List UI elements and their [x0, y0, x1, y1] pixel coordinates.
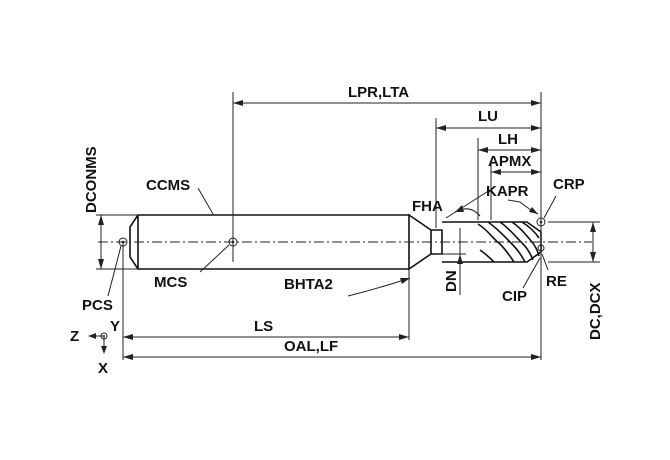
- label-lpr-lta: LPR,LTA: [348, 84, 409, 101]
- label-axis-z: Z: [70, 328, 79, 345]
- label-axis-y: Y: [110, 318, 120, 335]
- leader-lines: [107, 187, 557, 297]
- dim-bhta2: [347, 277, 411, 297]
- label-axis-x: X: [98, 360, 108, 377]
- label-pcs: PCS: [82, 297, 113, 314]
- leader-cip: [522, 257, 541, 289]
- leader-re: [541, 253, 549, 271]
- label-mcs: MCS: [154, 274, 187, 291]
- crp-point: [536, 217, 546, 227]
- leader-crp: [543, 195, 557, 219]
- leader-kapr: [507, 199, 521, 203]
- dim-lpr-lta: [233, 100, 541, 106]
- dim-oal-lf: [123, 354, 541, 360]
- label-fha: FHA: [412, 198, 443, 215]
- leader-mcs: [199, 244, 230, 273]
- dim-fha: [445, 189, 491, 219]
- axis-origin: [100, 332, 108, 340]
- label-re: RE: [546, 273, 567, 290]
- dim-dc-dcx: [590, 222, 596, 262]
- reference-points: [118, 217, 546, 252]
- label-dn: DN: [443, 270, 460, 292]
- label-bhta2: BHTA2: [284, 276, 333, 293]
- label-dconms: DCONMS: [83, 146, 100, 213]
- label-lu: LU: [478, 108, 498, 125]
- mcs-point: [228, 237, 238, 247]
- label-cip: CIP: [502, 288, 527, 305]
- dim-apmx: [491, 169, 541, 175]
- dim-kapr: [519, 201, 539, 215]
- coordinate-axes: [88, 332, 108, 354]
- label-apmx: APMX: [488, 153, 531, 170]
- label-ccms: CCMS: [146, 177, 190, 194]
- label-crp: CRP: [553, 176, 585, 193]
- cip-point: [537, 244, 545, 252]
- pcs-point: [118, 237, 128, 247]
- dim-lu: [436, 125, 541, 131]
- dim-dconms: [98, 215, 104, 269]
- label-lh: LH: [498, 131, 518, 148]
- dim-ls: [123, 334, 409, 340]
- label-dc-dcx: DC,DCX: [587, 282, 604, 340]
- leader-pcs: [107, 245, 122, 297]
- shank-outline: [129, 214, 409, 270]
- label-ls: LS: [254, 318, 273, 335]
- label-kapr: KAPR: [486, 183, 529, 200]
- flute-lines: [477, 221, 540, 263]
- dim-lh: [478, 147, 541, 153]
- extension-lines: [96, 92, 600, 360]
- dim-dn: [457, 228, 463, 295]
- leader-ccms: [197, 187, 214, 215]
- label-oal-lf: OAL,LF: [284, 338, 338, 355]
